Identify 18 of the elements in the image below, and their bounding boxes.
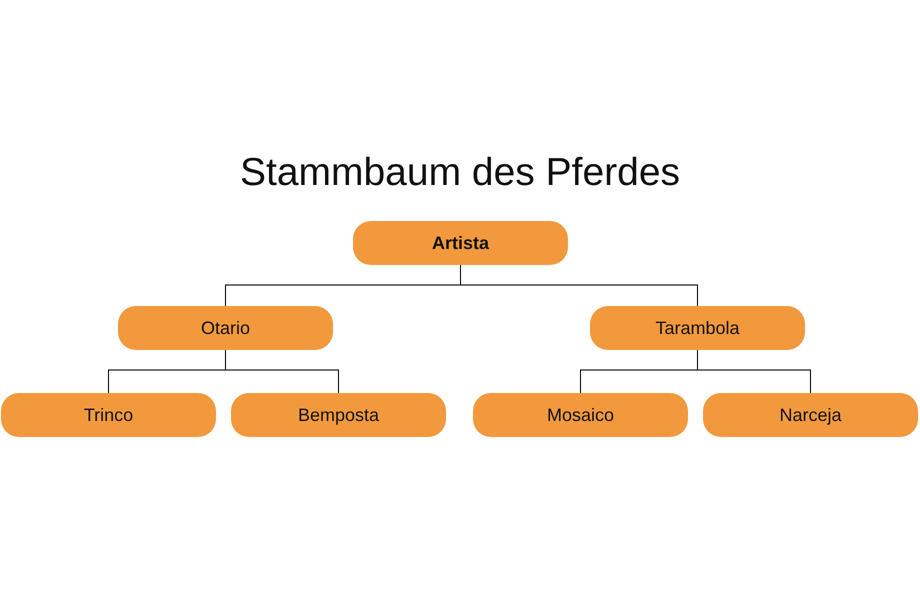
person-box	[353, 221, 568, 265]
connector-line	[460, 264, 698, 306]
person-box	[231, 393, 446, 437]
connector-line	[225, 350, 339, 394]
diagram-title: Stammbaum des Pferdes	[238, 150, 682, 196]
horse-name: Narceja	[779, 404, 842, 426]
person-box	[118, 306, 333, 350]
connector-line	[697, 350, 811, 394]
horse-name: Artista	[432, 232, 489, 254]
horse-name: Mosaico	[546, 404, 614, 426]
horse-name: Trinco	[84, 404, 134, 426]
horse-name: Tarambola	[655, 318, 740, 338]
person-box	[473, 393, 688, 437]
horse-name: Otario	[200, 318, 250, 338]
person-box	[703, 393, 918, 437]
horse-name: Bemposta	[298, 404, 380, 426]
person-box	[1, 393, 216, 437]
person-box	[590, 306, 805, 350]
